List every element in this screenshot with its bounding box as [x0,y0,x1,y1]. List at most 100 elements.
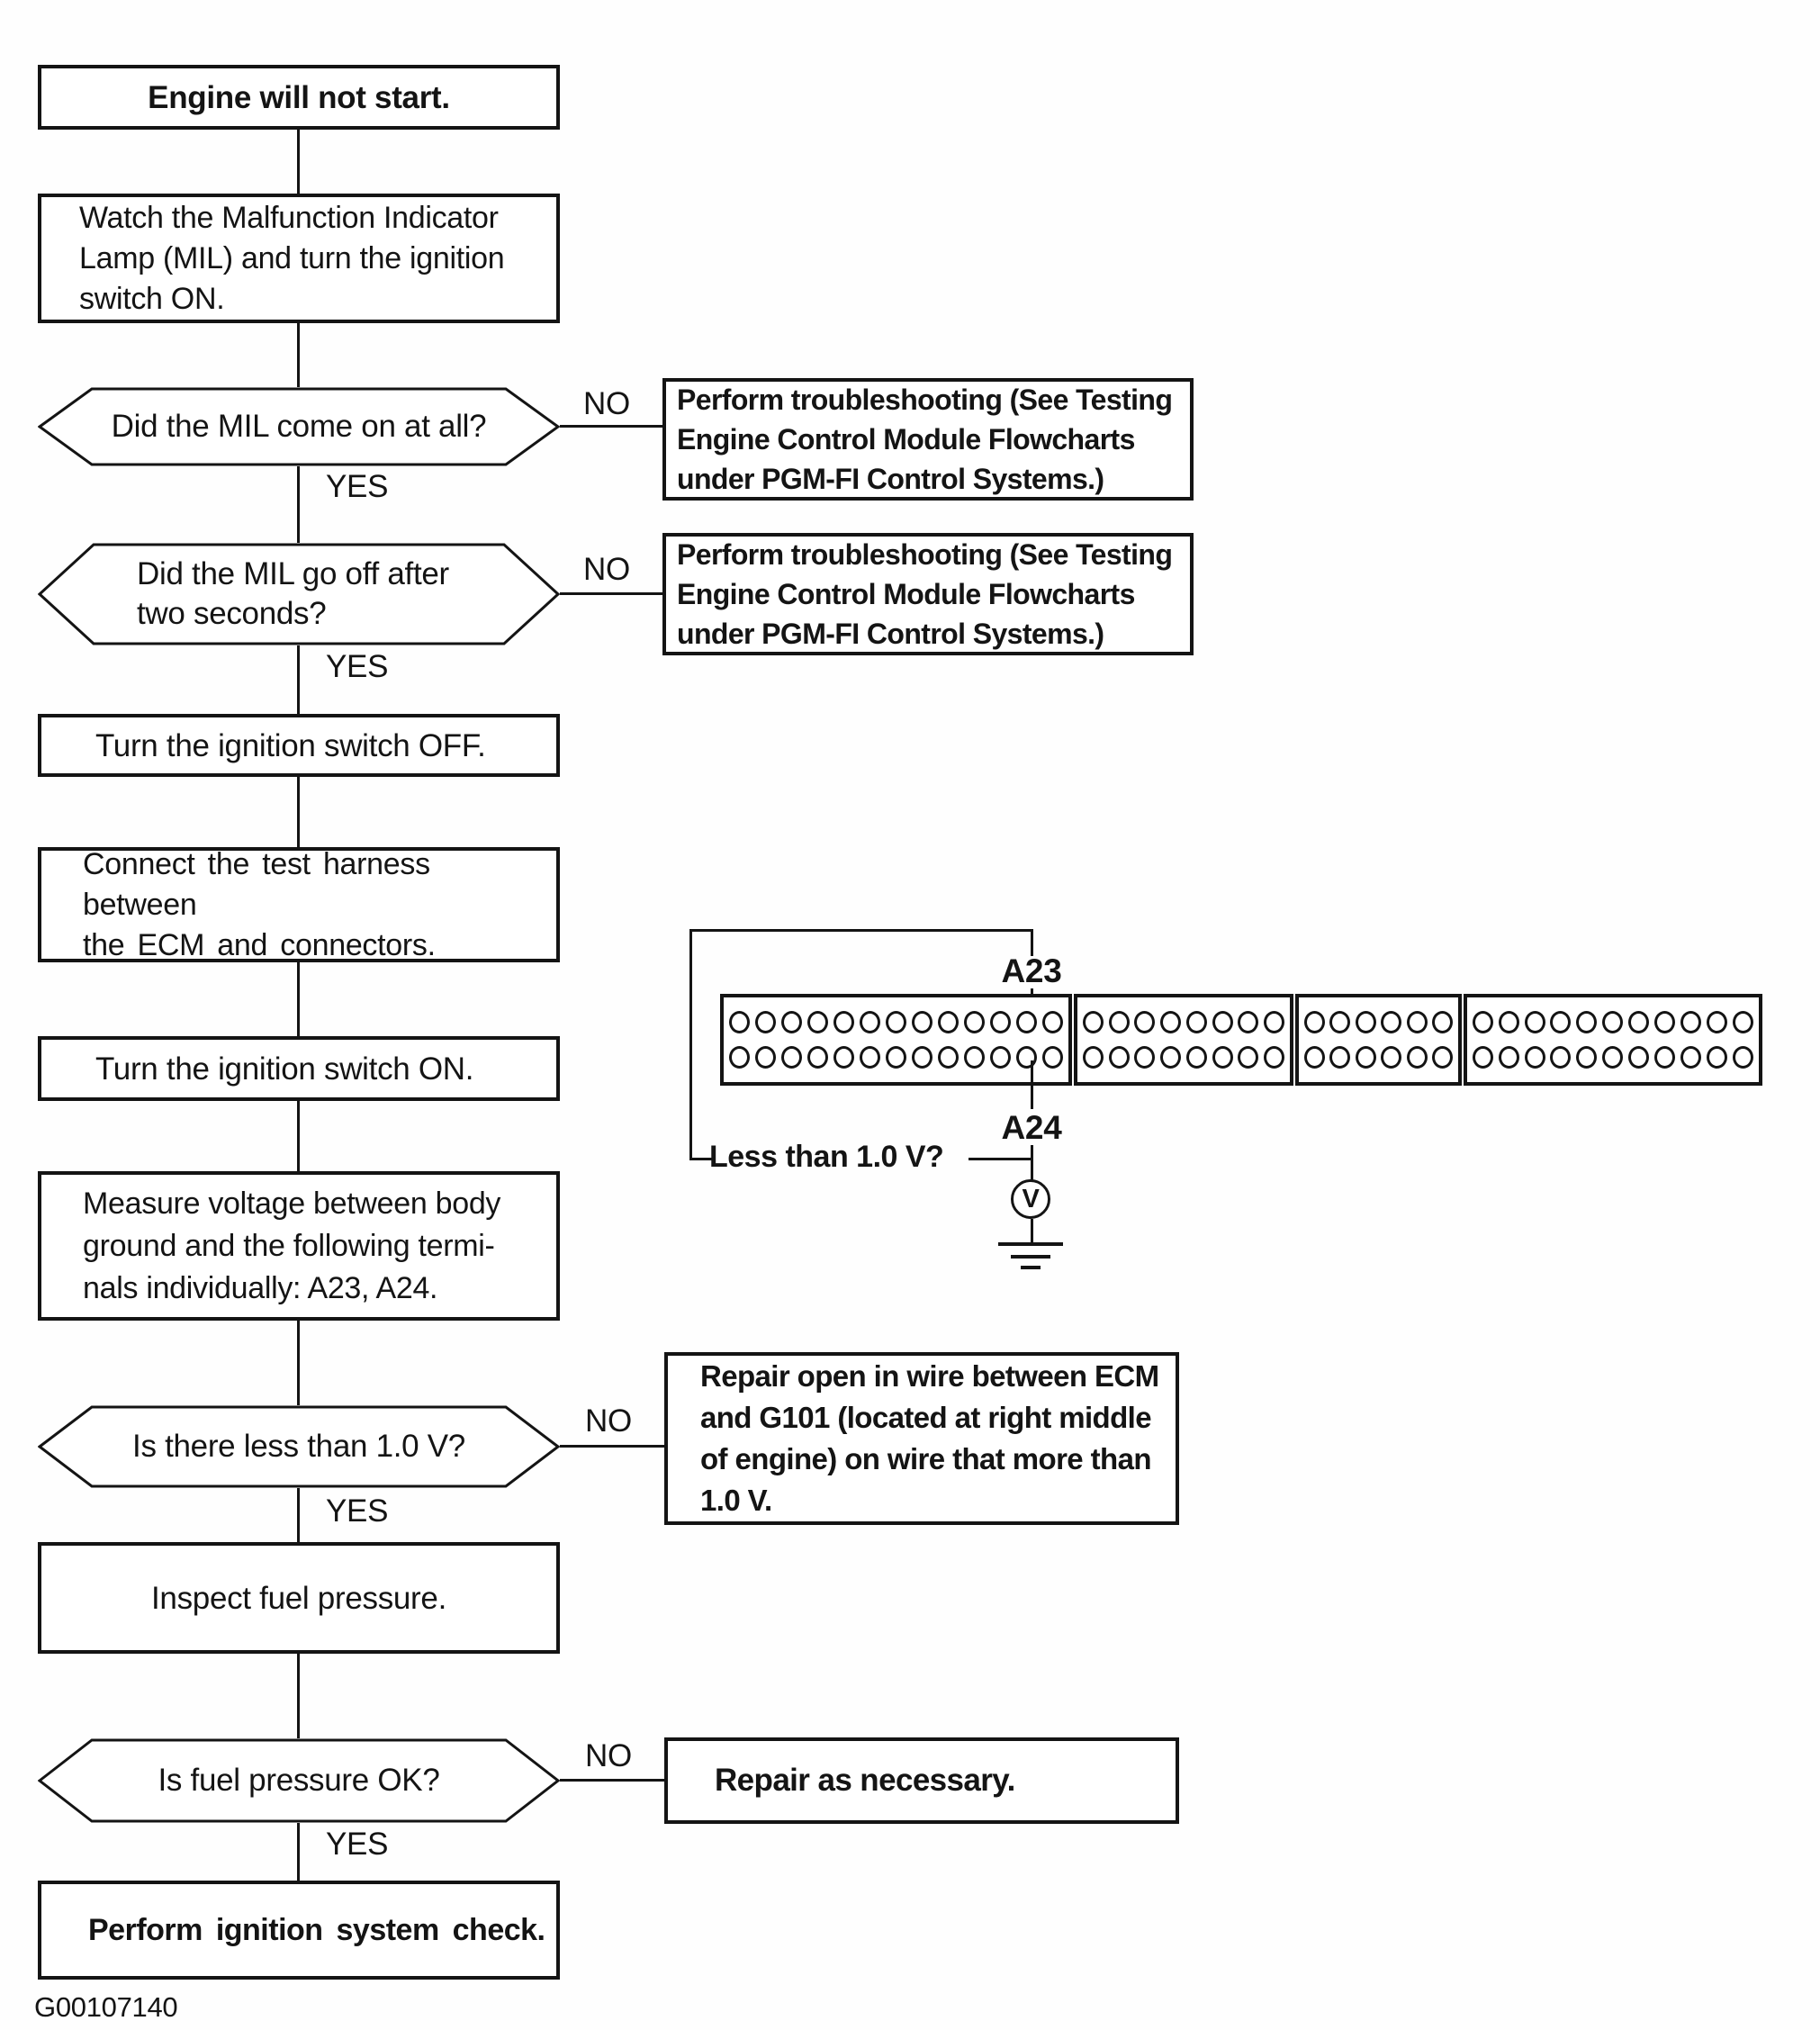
action-troubleshoot-mil-off: Perform troubleshooting (See Testing Eng… [662,533,1194,655]
flow-line [297,323,300,387]
connector-pin [1550,1046,1572,1069]
voltmeter-label: V [1022,1184,1040,1213]
action-troubleshoot-mil-off-label: Perform troubleshooting (See Testing Eng… [677,538,1173,650]
decision-fuel-pressure-ok: Is fuel pressure OK? [38,1738,560,1823]
connector-pin [1134,1046,1156,1069]
connector-block [720,994,1073,1086]
pin-a23-label: A23 [1001,952,1062,989]
connector-pin [912,1046,933,1069]
connector-pin [807,1010,828,1033]
connector-pin [1355,1046,1376,1069]
decision-mil-went-off-label: Did the MIL go off after two seconds? [137,556,449,631]
ecm-connector [720,994,1762,1086]
process-turn-ignition-off-label: Turn the ignition switch OFF. [95,727,486,763]
yes-label: YES [326,469,389,504]
voltmeter-icon: V [1011,1179,1050,1219]
ground-bar [1021,1266,1041,1269]
flow-line [297,1488,300,1542]
process-connect-harness: Connect the test harness between the ECM… [38,847,560,962]
connector-pin-row [1299,1010,1458,1033]
no-branch-line [560,1445,664,1448]
process-watch-mil-label: Watch the Malfunction Indicator Lamp (MI… [79,200,505,316]
probe-stub-a23 [1031,929,1033,956]
yes-label: YES [326,649,389,684]
connector-pin [1329,1010,1351,1033]
connector-pin [1329,1046,1351,1069]
connector-pin [781,1046,802,1069]
yes-label: YES [326,1493,389,1529]
connector-pin [1108,1046,1130,1069]
action-repair-open-wire-label: Repair open in wire between ECM and G101… [700,1359,1159,1517]
connector-pin [1472,1046,1493,1069]
connector-pin [1212,1010,1233,1033]
no-branch-line [560,592,662,595]
connector-pin [1680,1010,1702,1033]
connector-pin [1264,1046,1285,1069]
action-repair-as-necessary-label: Repair as necessary. [715,1763,1015,1798]
connector-pin [1238,1010,1259,1033]
pointer-a24 [1031,1060,1033,1109]
connector-pin [938,1046,959,1069]
process-ignition-check-label: Perform ignition system check. [88,1912,545,1947]
hexagon-shape [38,1738,560,1823]
process-inspect-fuel: Inspect fuel pressure. [38,1542,560,1654]
connector-pin [1016,1010,1037,1033]
connector-pin [1303,1010,1325,1033]
connector-pin [990,1046,1011,1069]
no-label: NO [585,1403,632,1439]
connector-pin [1707,1010,1728,1033]
connector-pin [1732,1010,1753,1033]
connector-block [1294,994,1462,1086]
connector-pin [860,1010,880,1033]
process-start: Engine will not start. [38,65,560,130]
connector-pin [1108,1010,1130,1033]
connector-pin [964,1010,985,1033]
connector-pin [1498,1010,1519,1033]
no-label: NO [583,386,630,421]
connector-pin [1432,1010,1454,1033]
connector-pin [1082,1010,1104,1033]
process-measure-voltage-label: Measure voltage between body ground and … [83,1186,501,1305]
voltage-question-tick [689,1158,713,1160]
decision-mil-came-on: Did the MIL come on at all? [38,387,560,466]
no-label: NO [585,1738,632,1773]
connector-pin [1576,1046,1598,1069]
connector-pin-row [1077,1010,1290,1033]
connector-pin [1134,1010,1156,1033]
connector-pin [1185,1046,1207,1069]
decision-fuel-pressure-ok-label: Is fuel pressure OK? [158,1763,440,1798]
connector-pin [1406,1046,1428,1069]
process-watch-mil: Watch the Malfunction Indicator Lamp (MI… [38,194,560,323]
process-turn-ignition-on: Turn the ignition switch ON. [38,1036,560,1101]
voltage-question-dash [969,1158,1032,1160]
decision-mil-went-off: Did the MIL go off after two seconds? [38,543,560,645]
voltmeter-lead-line [1031,1145,1033,1181]
connector-pin [1264,1010,1285,1033]
connector-pin [990,1010,1011,1033]
decision-less-than-1v: Is there less than 1.0 V? [38,1405,560,1488]
connector-pin [1016,1046,1037,1069]
connector-pin [886,1010,906,1033]
connector-pin [912,1010,933,1033]
connector-pin-row [1467,1010,1759,1033]
connector-pin [1238,1046,1259,1069]
connector-pin [1042,1046,1063,1069]
connector-pin [1498,1046,1519,1069]
ground-lead-line [1031,1219,1033,1242]
flow-line [297,1823,300,1881]
connector-pin [860,1046,880,1069]
flow-line [297,130,300,194]
connector-pin [729,1046,750,1069]
connector-pin-row [1077,1046,1290,1069]
process-measure-voltage: Measure voltage between body ground and … [38,1171,560,1321]
connector-pin [755,1010,776,1033]
action-repair-open-wire: Repair open in wire between ECM and G101… [664,1352,1179,1525]
connector-block [1074,994,1293,1086]
connector-pin-row [724,1046,1068,1069]
connector-pin-row [1299,1046,1458,1069]
flow-line [297,1101,300,1171]
flow-line [297,1321,300,1405]
decision-less-than-1v-label: Is there less than 1.0 V? [132,1429,465,1464]
connector-pin [729,1010,750,1033]
